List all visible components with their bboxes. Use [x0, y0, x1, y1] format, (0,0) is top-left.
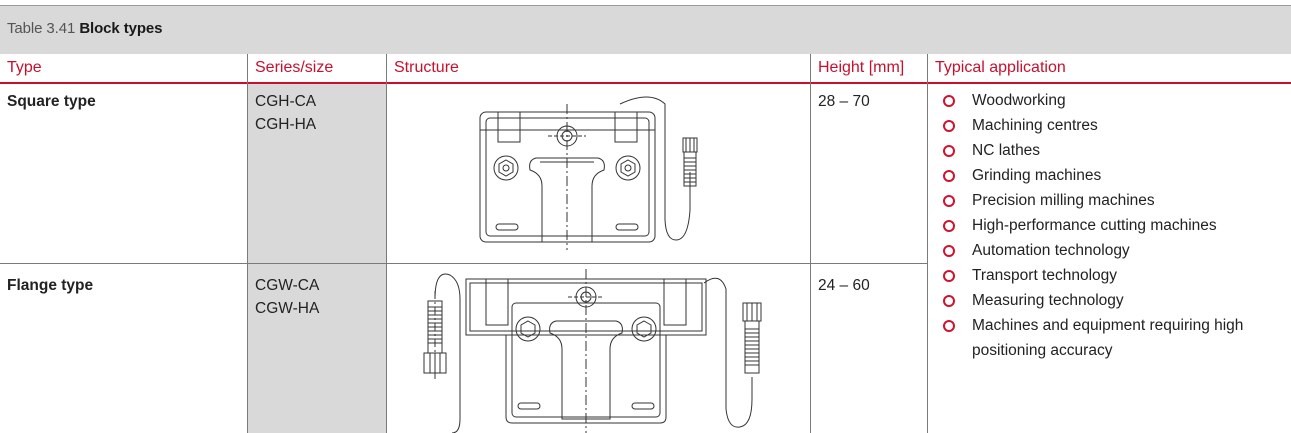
row-height-flange: 24 – 60: [818, 277, 870, 294]
column-divider: [386, 54, 387, 433]
bullet-circle-icon: [943, 145, 955, 157]
block-types-table: Type Series/size Structure Height [mm] T…: [0, 54, 1291, 433]
row-series-square-2: CGH-HA: [255, 116, 317, 133]
bullet-circle-icon: [943, 120, 955, 132]
bullet-circle-icon: [943, 170, 955, 182]
list-item: Automation technology: [933, 238, 1283, 263]
list-item: Measuring technology: [933, 288, 1283, 313]
list-item: Machining centres: [933, 113, 1283, 138]
application-list: Woodworking Machining centres NC lathes …: [933, 88, 1283, 363]
top-rule: [0, 5, 1291, 6]
row-series-square-1: CGH-CA: [255, 93, 317, 110]
header-structure: Structure: [387, 54, 810, 84]
bullet-circle-icon: [943, 320, 955, 332]
header-type: Type: [0, 54, 247, 84]
header-height: Height [mm]: [811, 54, 928, 84]
row-type-flange: Flange type: [7, 277, 94, 294]
list-item: Grinding machines: [933, 163, 1283, 188]
column-divider: [247, 54, 248, 433]
row-height-square: 28 – 70: [818, 93, 870, 110]
flange-block-drawing-icon: [408, 269, 803, 433]
bullet-circle-icon: [943, 220, 955, 232]
list-item: Transport technology: [933, 263, 1283, 288]
column-divider: [927, 54, 928, 433]
row-series-flange-1: CGW-CA: [255, 277, 320, 294]
column-divider: [810, 54, 811, 433]
series-column-shading: [247, 84, 386, 433]
bullet-circle-icon: [943, 95, 955, 107]
list-item: Machines and equipment requiring high po…: [933, 313, 1283, 363]
row-series-flange-2: CGW-HA: [255, 300, 320, 317]
square-block-drawing-icon: [470, 90, 740, 258]
header-series: Series/size: [248, 54, 387, 84]
list-item: Precision milling machines: [933, 188, 1283, 213]
bullet-circle-icon: [943, 270, 955, 282]
bullet-circle-icon: [943, 295, 955, 307]
bullet-circle-icon: [943, 195, 955, 207]
row-type-square: Square type: [7, 93, 96, 110]
table-number: Table 3.41: [7, 20, 76, 37]
table-caption: Table 3.41 Block types: [0, 6, 1291, 54]
list-item: High-performance cutting machines: [933, 213, 1283, 238]
list-item: Woodworking: [933, 88, 1283, 113]
list-item: NC lathes: [933, 138, 1283, 163]
row-divider: [0, 263, 927, 264]
table-title: Block types: [79, 20, 163, 37]
header-application: Typical application: [928, 54, 1291, 84]
bullet-circle-icon: [943, 245, 955, 257]
